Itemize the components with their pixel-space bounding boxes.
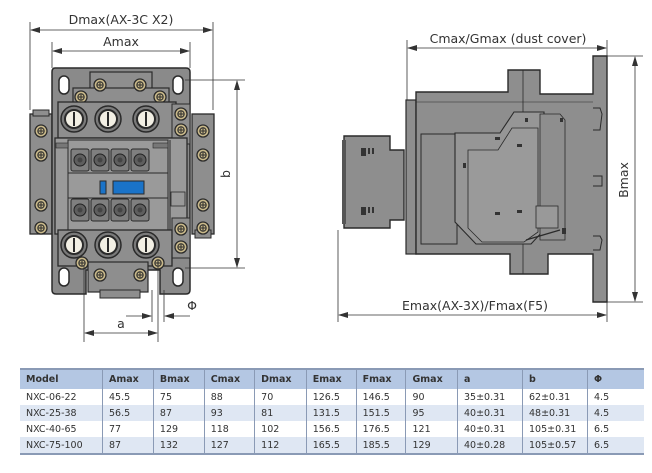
table-cell-gmax: 129 [405,437,458,455]
dimension-table: Model Amax Bmax Cmax Dmax Emax Fmax Gmax… [20,368,644,455]
table-cell-bmax: 75 [152,389,205,405]
table-cell-dmax: 81 [254,405,307,421]
table-cell-fmax: 151.5 [355,405,406,421]
table-cell-fmax: 146.5 [355,389,406,405]
table-cell-cmax: 88 [203,389,255,405]
header-phi: Φ [587,368,644,389]
header-fmax: Fmax [355,368,406,389]
table-cell-dmax: 102 [254,421,307,437]
blue-label [112,180,145,195]
table-cell-emax: 165.5 [305,437,357,455]
dim-a-label: a [117,316,125,331]
table-cell-cmax: 127 [203,437,255,455]
table-cell-b: 62±0.31 [522,389,588,405]
header-amax: Amax [102,368,154,389]
table-cell-dmax: 112 [254,437,307,455]
dim-amax-label: Amax [103,34,139,49]
table-cell-gmax: 121 [405,421,458,437]
table-cell-b: 105±0.31 [522,421,588,437]
table-cell-a: 40±0.28 [457,437,523,455]
table-cell-model: NXC-40-65 [26,423,77,435]
table-cell-model: NXC-06-22 [26,391,77,403]
dim-b-label: b [218,170,233,178]
table-header-row: Model Amax Bmax Cmax Dmax Emax Fmax Gmax… [20,368,644,389]
dimension-drawing: Dmax(AX-3C X2) Amax b a Φ [29,12,643,342]
table-cell-a: 35±0.31 [457,389,523,405]
table-cell-b: 105±0.57 [522,437,588,455]
dim-bmax-label: Bmax [616,162,631,198]
header-bmax: Bmax [152,368,205,389]
table-cell-emax: 131.5 [305,405,357,421]
table-cell-cmax: 118 [203,421,255,437]
table-cell-amax: 77 [102,421,154,437]
dim-dmax-label: Dmax(AX-3C X2) [69,12,174,27]
dim-phi-label: Φ [187,298,197,313]
indicator-window [99,180,107,195]
table-cell-emax: 156.5 [305,421,357,437]
table-cell-amax: 45.5 [102,389,154,405]
table-cell-dmax: 70 [254,389,307,405]
header-a: a [457,368,523,389]
header-dmax: Dmax [254,368,307,389]
dim-cmax-gmax-label: Cmax/Gmax (dust cover) [430,31,587,46]
side-view: Cmax/Gmax (dust cover) Bmax Emax(AX-3X)/… [337,31,643,322]
table-cell-phi: 6.5 [587,421,644,437]
table-cell-model: NXC-75-100 [20,437,103,455]
table-cell-a: 40±0.31 [457,421,523,437]
header-cmax: Cmax [203,368,255,389]
header-emax: Emax [305,368,357,389]
front-view: Dmax(AX-3C X2) Amax b a Φ [29,12,245,342]
right-aux-block [191,113,215,239]
table-cell-amax: 87 [102,437,154,455]
table-cell-gmax: 95 [405,405,458,421]
side-aux-block [343,135,405,229]
table-cell-a: 40±0.31 [457,405,523,421]
table-cell-emax: 126.5 [305,389,357,405]
side-dimensions [337,40,643,322]
dim-emax-fmax-label: Emax(AX-3X)/Fmax(F5) [402,298,548,313]
table-cell-bmax: 129 [152,421,205,437]
table-cell-fmax: 176.5 [355,421,406,437]
table-cell-phi: 4.5 [587,405,644,421]
table-cell-bmax: 87 [152,405,205,421]
table-cell-b: 48±0.31 [522,405,588,421]
front-dimensions [29,22,245,342]
header-b: b [522,368,588,389]
header-model: Model [20,368,103,389]
table-cell-gmax: 90 [405,389,458,405]
table-cell-model: NXC-25-38 [20,405,103,421]
table-cell-cmax: 93 [203,405,255,421]
left-aux-block [29,109,53,235]
table-cell-amax: 56.5 [102,405,154,421]
table-cell-fmax: 185.5 [355,437,406,455]
table-cell-phi: 6.5 [587,437,644,455]
header-gmax: Gmax [405,368,458,389]
table-cell-bmax: 132 [152,437,205,455]
table-cell-phi: 4.5 [587,389,644,405]
